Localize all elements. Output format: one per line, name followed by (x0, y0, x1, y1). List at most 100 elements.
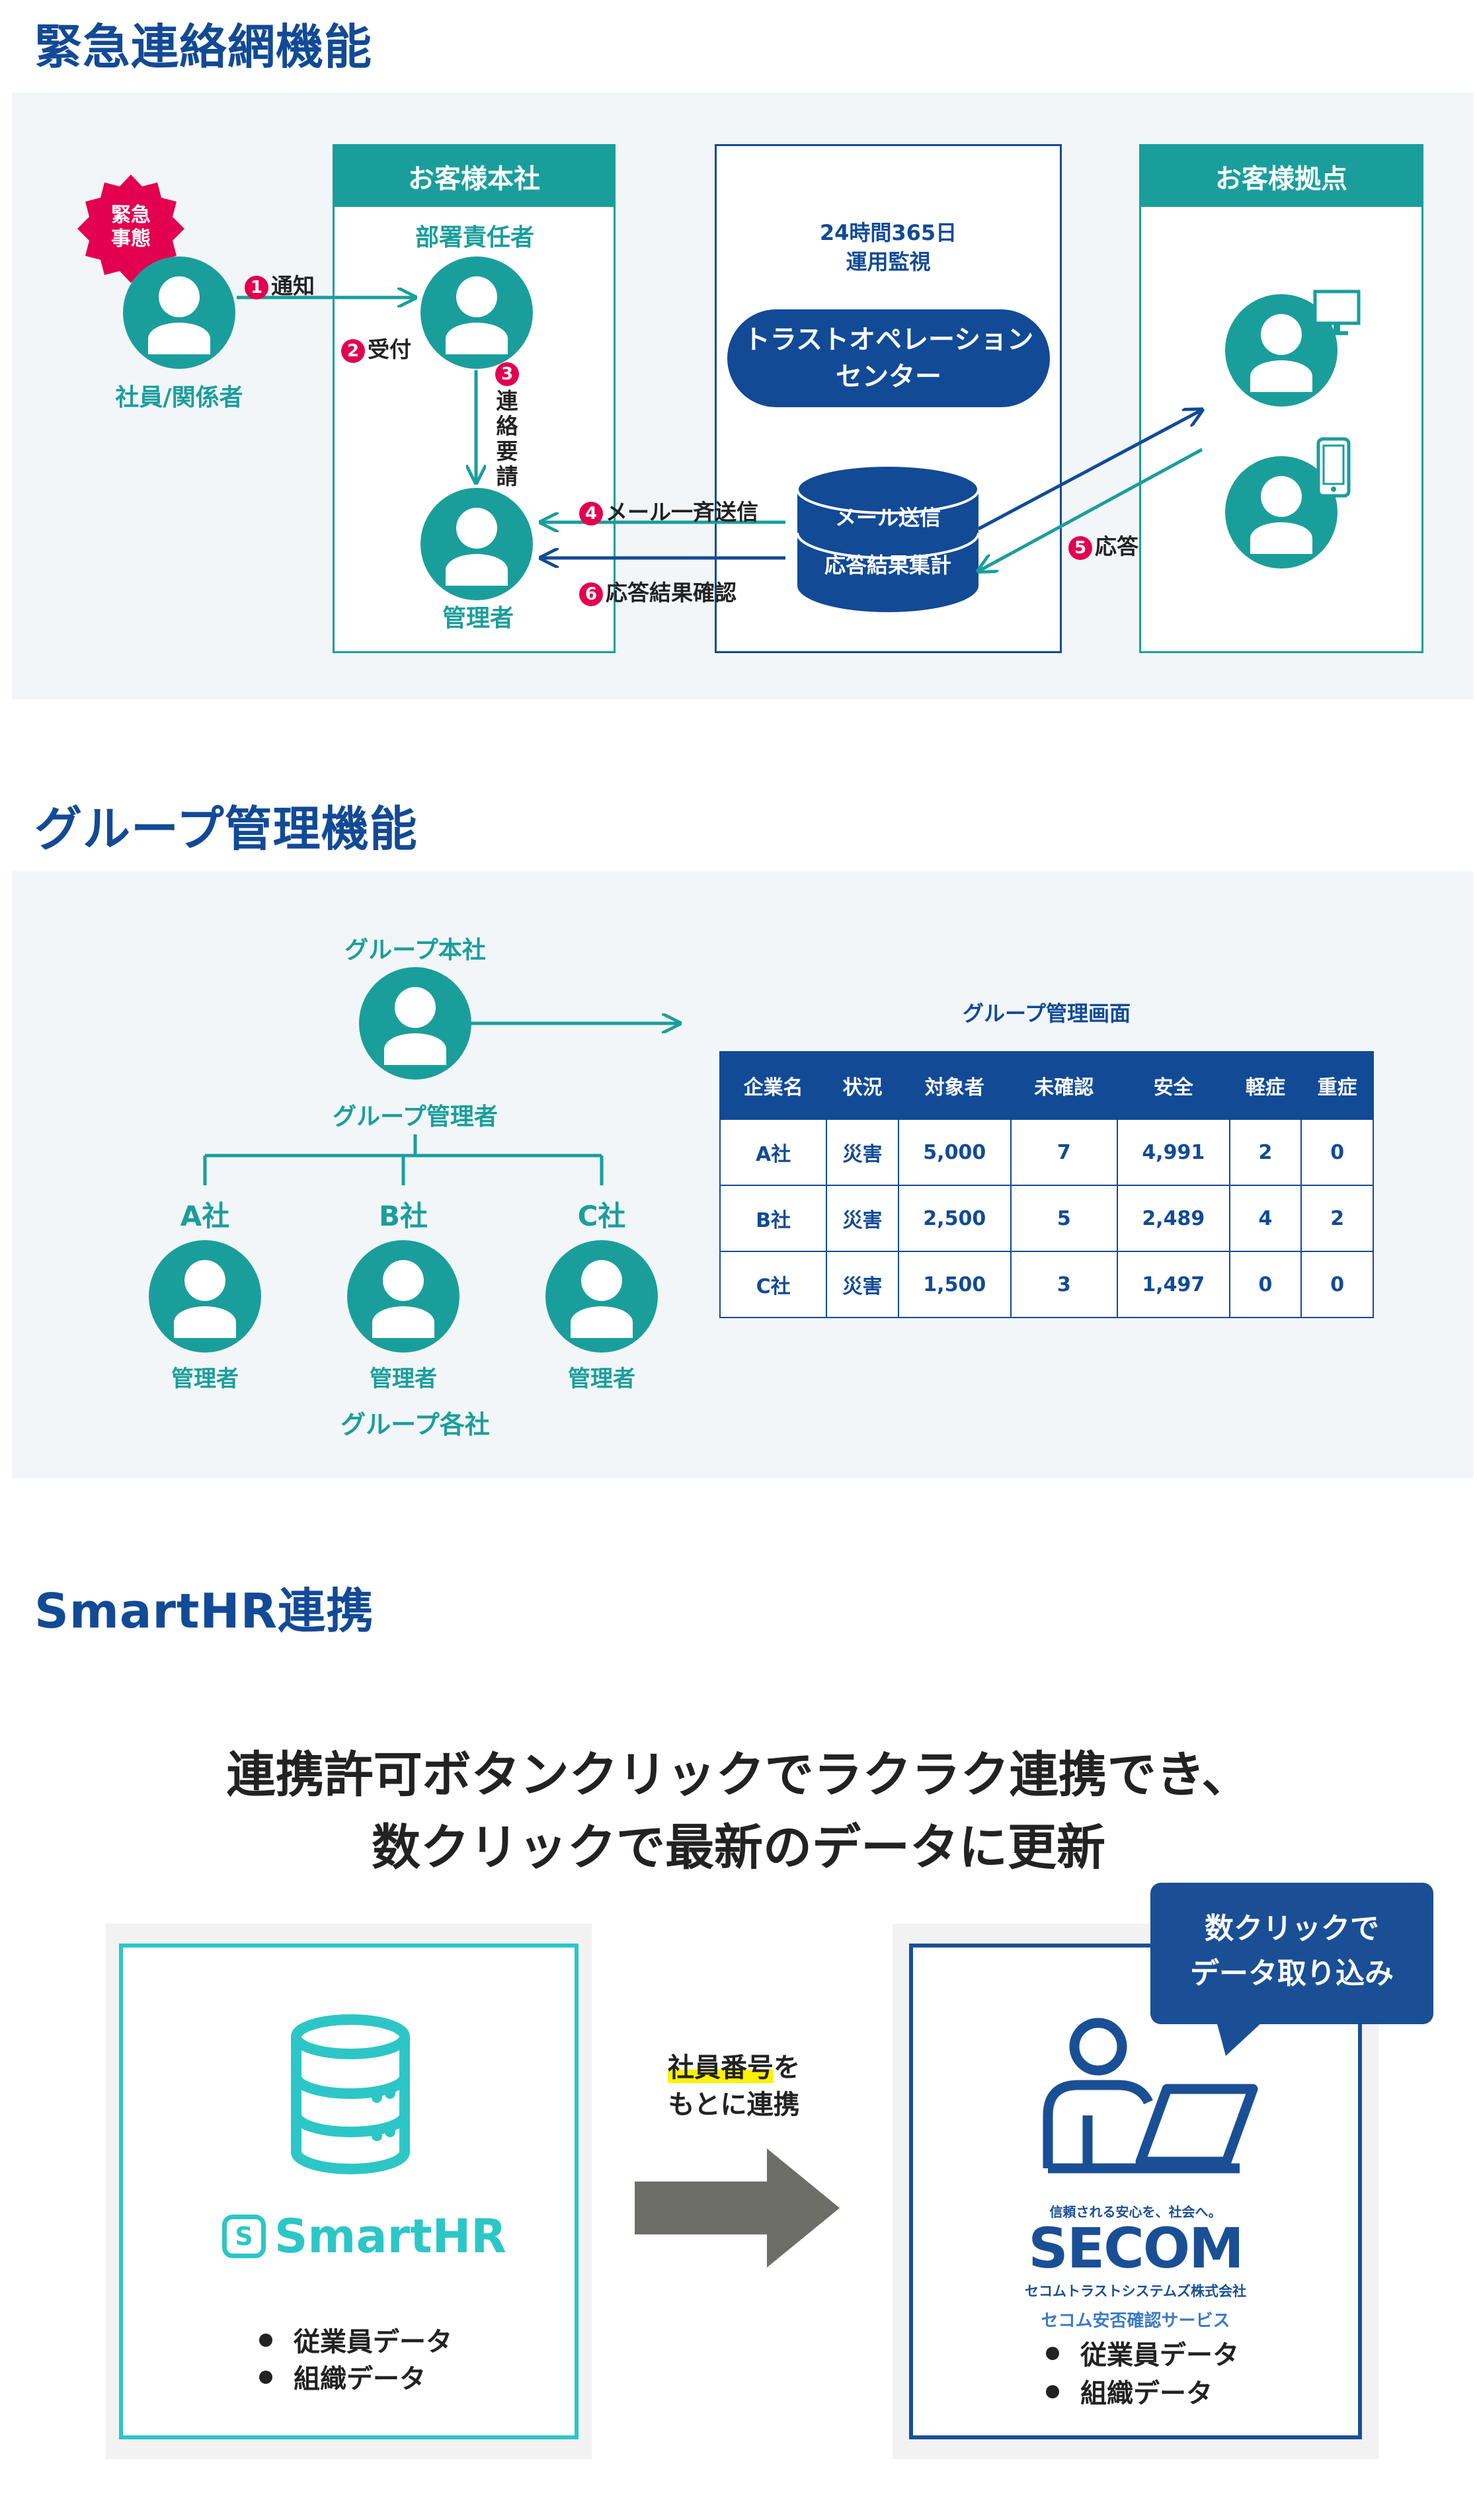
table-cell: 5 (1010, 1185, 1118, 1252)
group-diagram-panel: グループ本社 グループ管理者 A社 B社 C社 管理者 管理者 管理者 グループ… (12, 871, 1473, 1478)
col-minor: 軽症 (1228, 1051, 1302, 1120)
group-subsidiaries-label: グループ各社 (340, 1410, 490, 1439)
table-row: A社 災害 5,000 7 4,991 2 0 (719, 1119, 1374, 1186)
table-cell: 1,497 (1116, 1251, 1230, 1318)
step6-number: 6 (579, 582, 603, 606)
dept-head-person-icon (420, 256, 533, 369)
employee-person-icon (123, 256, 235, 369)
table-cell: 7 (1010, 1119, 1118, 1186)
secom-company-name: セコムトラストシステムズ株式会社 (1025, 2283, 1246, 2299)
link-caption-line1: 社員番号を (635, 2049, 833, 2086)
company-b-person-icon (347, 1240, 459, 1353)
table-cell: B社 (719, 1185, 828, 1252)
table-cell: 2,489 (1116, 1185, 1230, 1252)
bubble-tail (1217, 2022, 1263, 2056)
smarthr-item-organization-text: 組織データ (294, 2364, 426, 2394)
col-company: 企業名 (719, 1051, 828, 1120)
step3-text: 連絡要請 (496, 388, 518, 489)
step3-number: 3 (495, 362, 519, 386)
company-c-label: C社 (577, 1200, 626, 1232)
transfer-arrow-icon (635, 2148, 840, 2267)
step2-number: 2 (341, 339, 365, 363)
table-cell: 2,500 (897, 1185, 1012, 1252)
table-cell: 2 (1300, 1185, 1374, 1252)
smarthr-card: S SmartHR 従業員データ 組織データ (106, 1924, 592, 2459)
company-c-person-icon (545, 1240, 658, 1353)
table-cell: 3 (1010, 1251, 1118, 1318)
secom-item-organization-text: 組織データ (1080, 2379, 1213, 2409)
table-cell: A社 (719, 1119, 828, 1186)
table-cell: 1,500 (897, 1251, 1012, 1318)
company-a-person-icon (149, 1240, 261, 1353)
group-management-table: 企業名 状況 対象者 未確認 安全 軽症 重症 A社 災害 5,000 7 4,… (719, 1051, 1374, 1318)
table-cell: 災害 (826, 1251, 899, 1318)
bubble-line1: 数クリックで (1205, 1912, 1379, 1946)
manager-person-icon (420, 488, 533, 600)
secom-item-organization: 組織データ (1046, 2372, 1213, 2410)
col-unconfirmed: 未確認 (1010, 1051, 1118, 1120)
smartphone-icon (1316, 437, 1351, 498)
step4-text: メール一斉送信 (606, 499, 758, 525)
employee-number-highlight: 社員番号 (668, 2053, 774, 2083)
emergency-badge-label: 緊急 事態 (111, 204, 151, 251)
branch-header: お客様拠点 (1141, 146, 1421, 207)
col-severe: 重症 (1300, 1051, 1374, 1120)
table-cell: 2 (1228, 1119, 1302, 1186)
smarthr-logo-icon: S (222, 2215, 266, 2258)
smarthr-headline-line1: 連携許可ボタンクリックでラクラク連携でき、 (226, 1747, 1251, 1803)
company-b-manager-label: 管理者 (370, 1366, 437, 1392)
group-section-title: グループ管理機能 (34, 801, 418, 857)
desktop-monitor-icon (1313, 290, 1361, 335)
step1-text: 通知 (271, 273, 315, 299)
emergency-flow-arrows (237, 93, 1473, 699)
smarthr-item-organization: 組織データ (259, 2357, 426, 2396)
company-b-label: B社 (378, 1200, 428, 1232)
secom-card-frame (909, 1944, 1362, 2439)
data-import-bubble: 数クリックで データ取り込み (1150, 1883, 1433, 2024)
company-a-manager-label: 管理者 (171, 1366, 239, 1392)
smarthr-item-employee: 従業員データ (259, 2320, 452, 2359)
group-tree-lines (203, 871, 1473, 1185)
table-row: B社 災害 2,500 5 2,489 4 2 (719, 1185, 1374, 1252)
step4-number: 4 (579, 502, 603, 526)
group-manager-label: グループ管理者 (333, 1103, 498, 1130)
table-cell: 災害 (826, 1185, 899, 1252)
table-cell: 災害 (826, 1119, 899, 1186)
table-cell: 5,000 (897, 1119, 1012, 1186)
col-target: 対象者 (897, 1051, 1012, 1120)
table-cell: 0 (1228, 1251, 1302, 1318)
group-hq-person-icon (359, 967, 471, 1080)
secom-item-employee-text: 従業員データ (1080, 2340, 1239, 2371)
hq-header: お客様本社 (335, 146, 614, 207)
secom-item-employee: 従業員データ (1046, 2334, 1239, 2372)
table-header-row: 企業名 状況 対象者 未確認 安全 軽症 重症 (719, 1051, 1374, 1120)
db-aggregate-label: 応答結果集計 (824, 553, 951, 578)
smarthr-card-frame (119, 1944, 579, 2439)
dept-head-label: 部署責任者 (415, 224, 534, 251)
step5-number: 5 (1068, 536, 1092, 560)
emergency-section-title: 緊急連絡網機能 (34, 19, 373, 75)
smarthr-headline-line2: 数クリックで最新のデータに更新 (372, 1819, 1105, 1876)
link-caption-line1-rest: を (774, 2053, 800, 2083)
smarthr-logo-text: SmartHR (274, 2209, 507, 2264)
bubble-line2: データ取り込み (1190, 1957, 1394, 1990)
person-with-laptop-icon (1043, 2018, 1258, 2174)
group-table-title: グループ管理画面 (962, 1001, 1131, 1026)
manager-label: 管理者 (442, 605, 514, 632)
employee-label: 社員/関係者 (115, 384, 243, 411)
emergency-badge (77, 175, 184, 283)
database-icon (291, 2014, 410, 2174)
secom-service-name: セコム安否確認サービス (1041, 2311, 1230, 2331)
center-caption: 24時間365日 運用監視 (819, 220, 957, 274)
table-cell: 4 (1228, 1185, 1302, 1252)
step2-text: 受付 (368, 336, 411, 362)
table-cell: 0 (1300, 1251, 1374, 1318)
group-hq-label: グループ本社 (344, 937, 486, 964)
col-safe: 安全 (1116, 1051, 1230, 1120)
table-cell: 4,991 (1116, 1119, 1230, 1186)
link-caption-line2: もとに連携 (668, 2090, 800, 2120)
smarthr-section-title: SmartHR連携 (34, 1583, 375, 1639)
